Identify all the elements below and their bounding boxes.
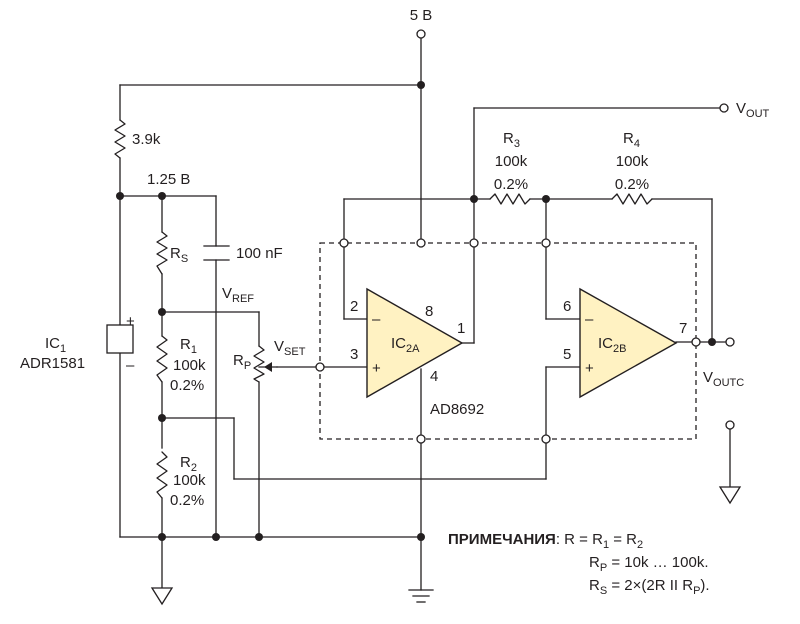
rs-label: RS <box>170 245 188 265</box>
resistor-r2 <box>156 451 168 499</box>
notes-line2: RP = 10k … 100k. <box>589 554 709 574</box>
opamp-ic2a <box>366 287 464 399</box>
capacitor <box>203 245 230 261</box>
r4-value: 100k <box>616 153 649 170</box>
r3-label: R3 <box>503 130 520 150</box>
r4-tolerance: 0.2% <box>615 176 649 193</box>
wires <box>119 37 731 591</box>
ic1-minus: – <box>126 357 135 374</box>
pot-wiper-arrow <box>264 362 272 372</box>
resistor-r3 <box>489 193 531 205</box>
ground-icon-right <box>718 486 742 505</box>
ic2a-pin4: 4 <box>430 368 438 385</box>
r3-value: 100k <box>495 153 528 170</box>
r4-label: R4 <box>623 130 640 150</box>
resistor-3k9 <box>114 119 126 159</box>
ic2a-label: IC2A <box>391 335 420 355</box>
r1-label: R1 <box>180 336 197 356</box>
ic1-body <box>106 324 134 354</box>
vout-c-label: VOUTC <box>703 369 744 389</box>
junction-dots <box>116 81 716 541</box>
ref-voltage-label: 1.25 В <box>147 171 190 188</box>
ic2b-pin6: 6 <box>563 298 571 315</box>
ic1-part: ADR1581 <box>20 355 85 372</box>
ground-icon-left <box>150 587 174 606</box>
r2-label: R2 <box>180 454 197 474</box>
supply-label: 5 В <box>410 7 433 24</box>
resistor-rs <box>156 231 168 275</box>
r2-tolerance: 0.2% <box>170 492 204 509</box>
ic2a-pin1: 1 <box>457 320 465 337</box>
ic2b-pin7: 7 <box>679 320 687 337</box>
resistor-rp <box>253 345 265 383</box>
ic2a-plus: + <box>372 360 381 377</box>
rp-label: RP <box>233 352 251 372</box>
resistor-r1 <box>156 335 168 383</box>
ic1-label: IC1 <box>45 335 66 355</box>
vref-label: VREF <box>222 285 254 305</box>
ic2a-pin3: 3 <box>350 346 358 363</box>
notes-line3: RS = 2×(2R II RP). <box>589 577 710 597</box>
r2-value: 100k <box>173 472 206 489</box>
notes-line1: ПРИМЕЧАНИЯ: R = R1 = R2 <box>448 531 643 551</box>
vout-label: VOUT <box>736 100 770 120</box>
r1-value: 100k <box>173 357 206 374</box>
ic2a-minus: – <box>372 311 381 328</box>
ic2b-plus: + <box>585 360 594 377</box>
ic2a-pin8: 8 <box>425 303 433 320</box>
ic2b-minus: – <box>585 311 594 328</box>
chip-part-label: AD8692 <box>430 401 484 418</box>
open-terminals <box>315 29 735 444</box>
ic2a-pin2: 2 <box>350 298 358 315</box>
r3-tolerance: 0.2% <box>494 176 528 193</box>
cap-label: 100 nF <box>236 245 283 262</box>
vset-label: VSET <box>274 338 306 358</box>
r-top-value: 3.9k <box>132 131 161 148</box>
ic2b-label: IC2B <box>598 335 626 355</box>
ic1-plus: + <box>126 313 135 330</box>
opamp-ic2b <box>579 287 678 399</box>
ground-icon-center <box>408 589 434 603</box>
ic2b-pin5: 5 <box>563 346 571 363</box>
chip-outline <box>319 242 697 440</box>
resistor-r4 <box>611 193 653 205</box>
r1-tolerance: 0.2% <box>170 377 204 394</box>
